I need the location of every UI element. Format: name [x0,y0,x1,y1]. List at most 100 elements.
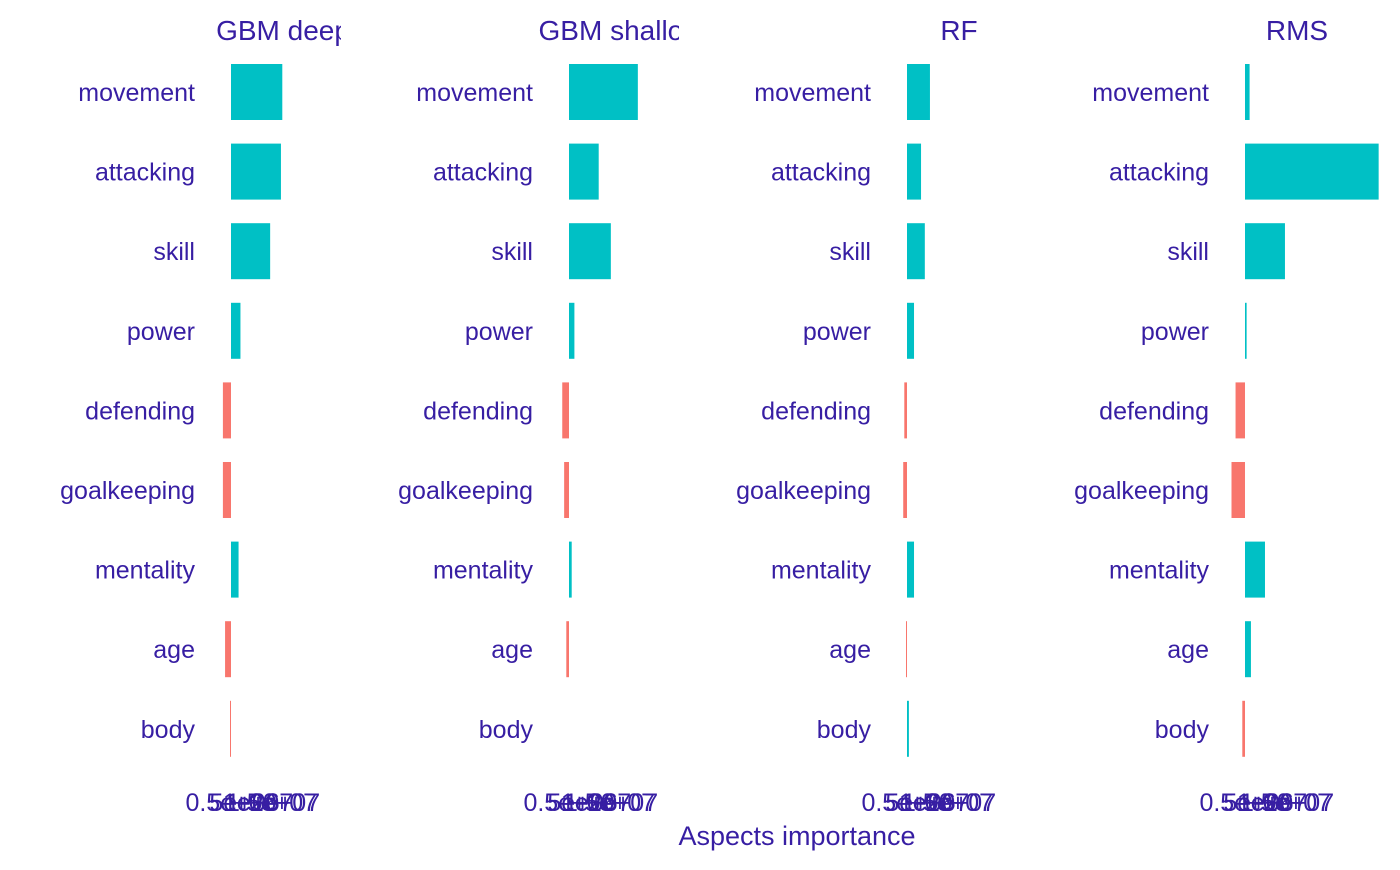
bar [222,382,231,439]
x-tick-label: 0.5e+00 [861,789,952,817]
x-tick-label: 1e+07 [561,789,631,817]
category-label: age [153,636,195,664]
category-label: movement [754,79,871,107]
bar [1245,143,1379,200]
category-label: attacking [1109,159,1209,187]
bar [904,382,907,439]
category-label: attacking [771,159,871,187]
category-label: body [141,716,196,744]
category-label: age [491,636,533,664]
bar [1231,462,1245,518]
panels-layer: GBM deep movement attacking skill power defen… [60,15,1379,817]
bar [907,700,909,757]
x-tick-label: 0.5e+00 [185,789,276,817]
bar [569,143,599,200]
category-label: power [465,318,533,346]
bar [1245,64,1250,120]
x-tick-label: 1.5e+07 [1240,789,1331,817]
category-label: power [803,318,871,346]
bar [564,462,569,518]
category-label: skill [153,238,195,266]
bar [569,302,575,359]
x-tick-label: 1e+07 [899,789,969,817]
panel-1: GBM deep movement attacking skill power defen… [60,15,350,817]
category-label: defending [423,397,533,425]
x-tick-label: 1.5e+07 [902,789,993,817]
bar [1245,223,1285,280]
bar [1235,382,1245,439]
category-label: body [479,716,534,744]
bar [566,621,569,678]
bar [231,143,281,200]
category-label: movement [1092,79,1209,107]
bar [225,621,231,678]
bar [569,223,611,280]
bar [907,223,925,280]
bar [231,64,283,120]
x-tick-label: 2e+07 [250,789,320,817]
category-label: power [127,318,195,346]
category-label: defending [85,397,195,425]
category-label: movement [416,79,533,107]
category-label: body [1155,716,1210,744]
bar [907,302,915,359]
bar [569,541,572,598]
category-label: defending [761,397,871,425]
category-label: goalkeeping [60,477,195,505]
bar [903,462,907,518]
bar [569,64,638,120]
x-tick-label: 5e+06 [1223,789,1293,817]
category-label: mentality [1109,557,1210,585]
category-label: mentality [433,557,534,585]
bar [1245,541,1265,598]
bar [906,621,907,678]
panel-3: RF movement attacking skill power defending go… [736,15,996,817]
bar [230,700,231,757]
category-label: mentality [95,557,196,585]
category-label: skill [829,238,871,266]
x-tick-label: 1.5e+07 [564,789,655,817]
x-tick-label: 2e+07 [926,789,996,817]
category-label: age [1167,636,1209,664]
panel-title: GBM deep [216,15,350,46]
bar [907,64,930,120]
x-axis-title: Aspects importance [678,821,915,851]
category-label: goalkeeping [1074,477,1209,505]
category-label: skill [1167,238,1209,266]
bar [907,143,922,200]
panel-4: RMSmovementattackingskillpowerdefendingg… [1074,15,1379,817]
category-label: skill [491,238,533,266]
bar [231,223,271,280]
x-tick-label: 1e+07 [223,789,293,817]
x-tick-label: 0.5e+00 [523,789,614,817]
category-label: mentality [771,557,872,585]
x-tick-label: 0.5e+00 [1199,789,1290,817]
bar [231,541,239,598]
bar [1245,302,1247,359]
category-label: power [1141,318,1209,346]
panel-title: RF [940,15,977,46]
x-tick-label: 1e+07 [1237,789,1307,817]
bar [222,462,231,518]
panel-title: RMS [1266,15,1328,46]
category-label: attacking [433,159,533,187]
x-tick-label: 1.5e+07 [226,789,317,817]
category-label: movement [78,79,195,107]
x-tick-label: 5e+06 [885,789,955,817]
category-label: goalkeeping [398,477,533,505]
category-label: attacking [95,159,195,187]
category-label: body [817,716,872,744]
x-tick-label: 5e+06 [209,789,279,817]
panel-2: GBM shallow movement attacking skill power de… [398,15,705,817]
category-label: goalkeeping [736,477,871,505]
bar [231,302,241,359]
x-tick-label: 2e+07 [588,789,658,817]
bar [1245,621,1251,678]
x-tick-label: 2e+07 [1264,789,1334,817]
bar [562,382,569,439]
x-tick-label: 5e+06 [547,789,617,817]
panel-title: GBM shallow [539,15,705,46]
bar [907,541,915,598]
